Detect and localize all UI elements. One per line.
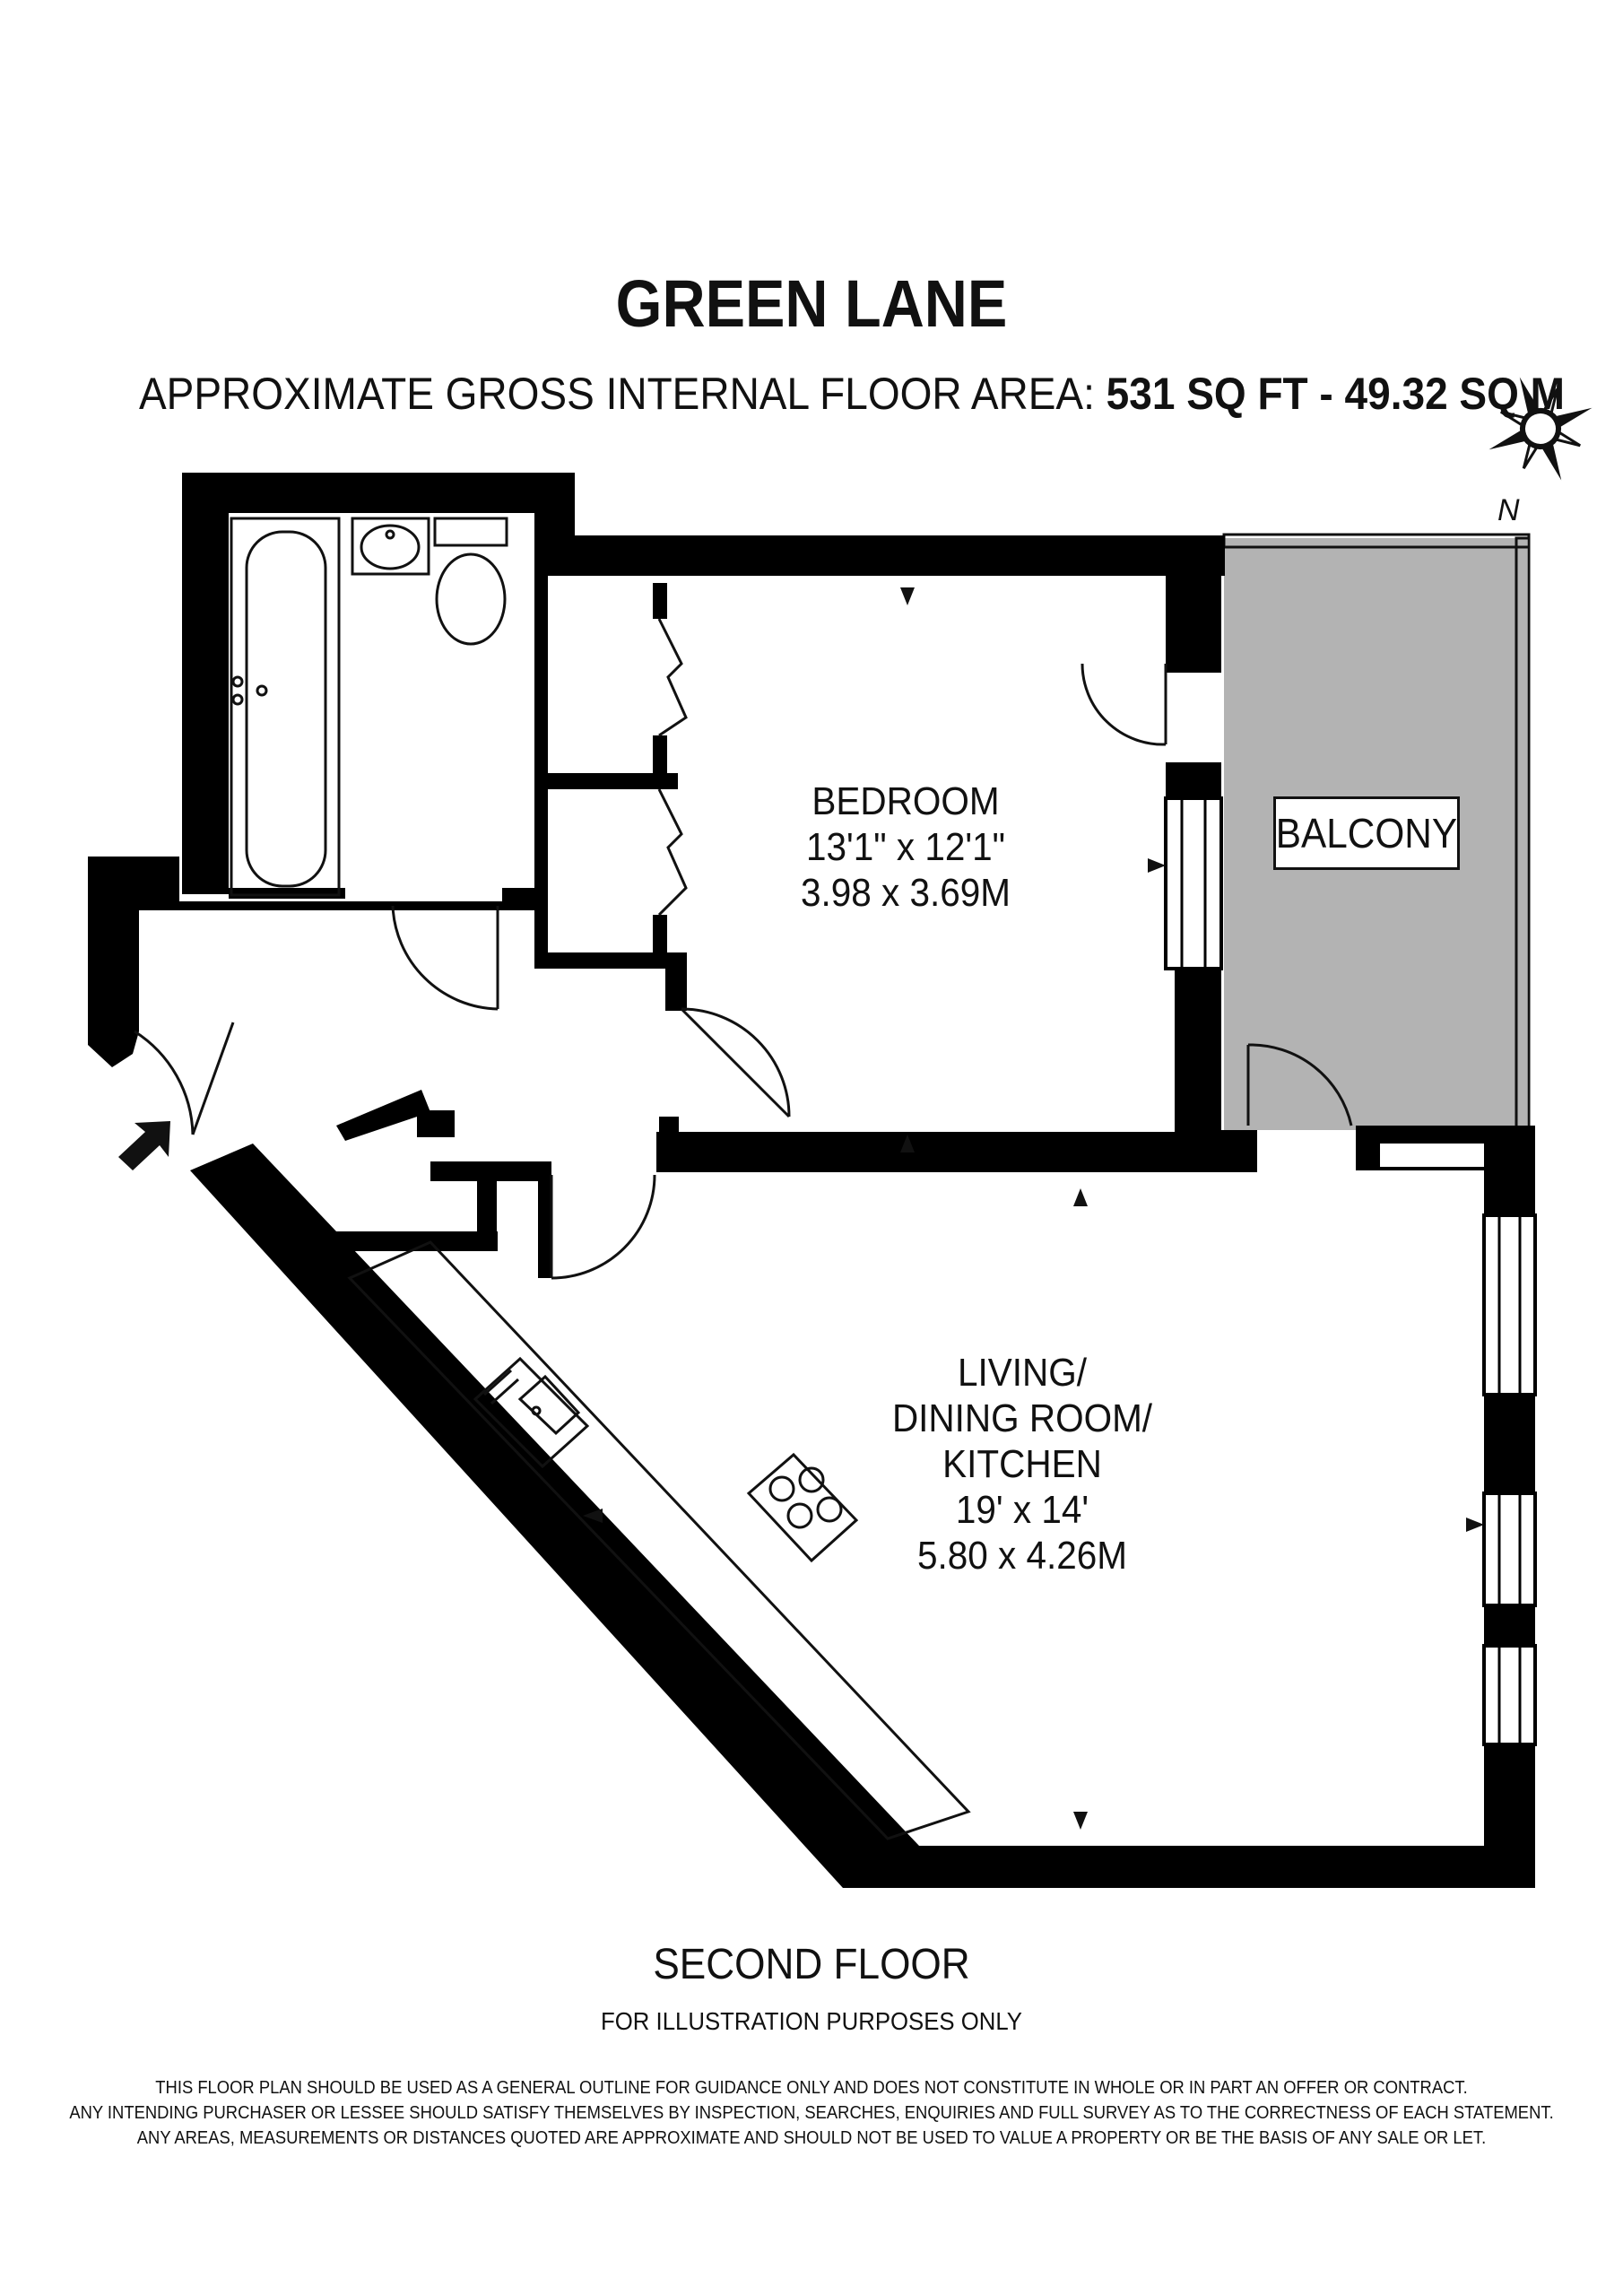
door-swings — [134, 663, 1353, 1280]
disclaimer-line-1: THIS FLOOR PLAN SHOULD BE USED AS A GENE… — [155, 2078, 1468, 2098]
dimension-markers — [583, 587, 1484, 1830]
floor-label: SECOND FLOOR — [653, 1941, 970, 1988]
walls — [88, 473, 1537, 1888]
bathtub-icon — [230, 517, 341, 897]
entrance-arrow-icon — [118, 1121, 170, 1170]
disclaimer-line-3: ANY AREAS, MEASUREMENTS OR DISTANCES QUO… — [136, 2128, 1487, 2148]
illustration-note: FOR ILLUSTRATION PURPOSES ONLY — [601, 2007, 1022, 2035]
sink-icon — [473, 1356, 590, 1469]
hob-icon — [746, 1452, 859, 1563]
wardrobe-doors — [657, 618, 688, 917]
compass-north-label: N — [1497, 493, 1520, 527]
living-line1: LIVING/ — [958, 1351, 1087, 1395]
balcony-label: BALCONY — [1273, 796, 1460, 870]
living-label: LIVING/ DINING ROOM/ KITCHEN 19' x 14' 5… — [873, 1350, 1170, 1578]
living-line3: KITCHEN — [942, 1442, 1102, 1487]
bedroom-imperial: 13'1" x 12'1" — [805, 825, 1006, 870]
plan-title: GREEN LANE — [615, 266, 1008, 341]
disclaimer-line-2: ANY INTENDING PURCHASER OR LESSEE SHOULD… — [69, 2103, 1554, 2123]
floor-area-value: 531 SQ FT - 49.32 SQ M — [1106, 369, 1565, 419]
bedroom-metric: 3.98 x 3.69M — [800, 871, 1011, 916]
bedroom-label: BEDROOM 13'1" x 12'1" 3.98 x 3.69M — [782, 778, 1029, 916]
floor-area-line: APPROXIMATE GROSS INTERNAL FLOOR AREA: 5… — [139, 368, 1565, 420]
kitchen-counter — [347, 1240, 971, 1840]
floor-area-label: APPROXIMATE GROSS INTERNAL FLOOR AREA: — [139, 369, 1095, 419]
toilet-icon — [433, 517, 508, 646]
living-imperial: 19' x 14' — [955, 1488, 1089, 1533]
living-line2: DINING ROOM/ — [891, 1396, 1153, 1441]
basin-icon — [351, 517, 430, 576]
bedroom-name: BEDROOM — [812, 779, 1000, 823]
living-metric: 5.80 x 4.26M — [916, 1534, 1128, 1578]
compass-icon — [1488, 377, 1593, 481]
